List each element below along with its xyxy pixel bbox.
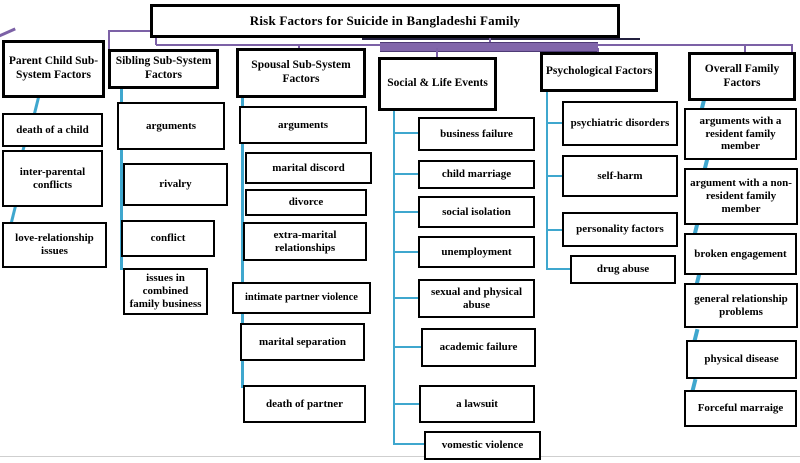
box-death-of-a-child: death of a child xyxy=(2,113,103,147)
box-combined-family-business: issues in combined family business xyxy=(123,268,208,315)
box-forceful-marraige: Forceful marraige xyxy=(684,390,797,427)
connector-drop-psychological xyxy=(597,48,599,54)
connector-social-branch-5 xyxy=(393,297,419,299)
box-vomestic-violence: vomestic violence xyxy=(424,431,541,460)
diagram-title: Risk Factors for Suicide in Bangladeshi … xyxy=(150,4,620,38)
box-drug-abuse: drug abuse xyxy=(570,255,676,284)
box-spousal-arguments: arguments xyxy=(239,106,367,144)
box-child-marriage: child marriage xyxy=(418,160,535,189)
connector-social-trunk xyxy=(393,110,395,445)
box-academic-failure: academic failure xyxy=(421,328,536,367)
box-arguments-resident-member: arguments with a resident family member xyxy=(684,108,797,160)
box-sexual-physical-abuse: sexual and physical abuse xyxy=(418,279,535,318)
box-self-harm: self-harm xyxy=(562,155,678,197)
box-marital-separation: marital separation xyxy=(240,323,365,361)
connector-psych-branch-1 xyxy=(546,122,563,124)
box-love-relationship-issues: love-relationship issues xyxy=(2,222,107,268)
box-rivalry: rivalry xyxy=(123,163,228,206)
box-argument-non-resident-member: argument with a non-resident family memb… xyxy=(684,168,798,225)
connector-title-drop xyxy=(489,37,491,45)
header-parent-child: Parent Child Sub-System Factors xyxy=(2,40,105,98)
box-extra-marital-relationships: extra-marital relationships xyxy=(243,222,367,261)
box-physical-disease: physical disease xyxy=(686,340,797,379)
connector-drop-social xyxy=(436,48,438,58)
connector-psych-branch-3 xyxy=(546,229,563,231)
box-divorce: divorce xyxy=(245,189,367,216)
header-spousal: Spousal Sub-System Factors xyxy=(236,48,366,98)
connector-left-horizontal xyxy=(108,30,154,32)
box-death-of-partner: death of partner xyxy=(243,385,366,423)
box-unemployment: unemployment xyxy=(418,236,535,268)
connector-social-branch-8 xyxy=(393,443,425,445)
connector-social-branch-2 xyxy=(393,173,419,175)
connector-social-branch-7 xyxy=(393,403,420,405)
connector-title-step xyxy=(155,34,157,45)
connector-drop-spousal xyxy=(298,44,300,50)
connector-top-left-diagonal xyxy=(0,27,16,38)
connector-social-branch-1 xyxy=(393,132,419,134)
box-intimate-partner-violence: intimate partner violence xyxy=(232,282,371,314)
box-personality-factors: personality factors xyxy=(562,212,678,247)
box-marital-discord: marital discord xyxy=(245,152,372,184)
box-psychiatric-disorders: psychiatric disorders xyxy=(562,101,678,146)
bottom-hairline xyxy=(0,456,800,457)
connector-social-branch-6 xyxy=(393,346,422,348)
connector-psych-trunk xyxy=(546,91,548,270)
box-business-failure: business failure xyxy=(418,117,535,151)
box-sibling-arguments: arguments xyxy=(117,102,225,150)
connector-psych-branch-2 xyxy=(546,175,563,177)
connector-social-branch-3 xyxy=(393,211,419,213)
connector-thick-band xyxy=(380,42,598,52)
header-psychological: Psychological Factors xyxy=(540,52,658,92)
connector-parentchild-tick-1 xyxy=(32,96,41,115)
box-social-isolation: social isolation xyxy=(418,196,535,228)
connector-sibling-trunk xyxy=(120,87,123,270)
box-a-lawsuit: a lawsuit xyxy=(419,385,535,423)
box-conflict: conflict xyxy=(121,220,215,257)
connector-drop-overall-a xyxy=(744,44,746,54)
connector-social-branch-4 xyxy=(393,251,419,253)
connector-navy-line xyxy=(362,38,640,40)
header-overall-family: Overall Family Factors xyxy=(688,52,796,101)
box-broken-engagement: broken engagement xyxy=(684,233,797,275)
box-inter-parental-conflicts: inter-parental conflicts xyxy=(2,150,103,207)
connector-left-vertical xyxy=(108,30,110,50)
box-general-relationship-problems: general relationship problems xyxy=(684,283,798,328)
connector-drop-overall-b xyxy=(791,44,793,55)
connector-psych-branch-4 xyxy=(546,268,571,270)
connector-spousal-trunk xyxy=(241,97,244,388)
header-social-life-events: Social & Life Events xyxy=(378,57,497,111)
connector-parentchild-tick-3 xyxy=(9,204,18,224)
header-sibling: Sibling Sub-System Factors xyxy=(108,49,219,89)
